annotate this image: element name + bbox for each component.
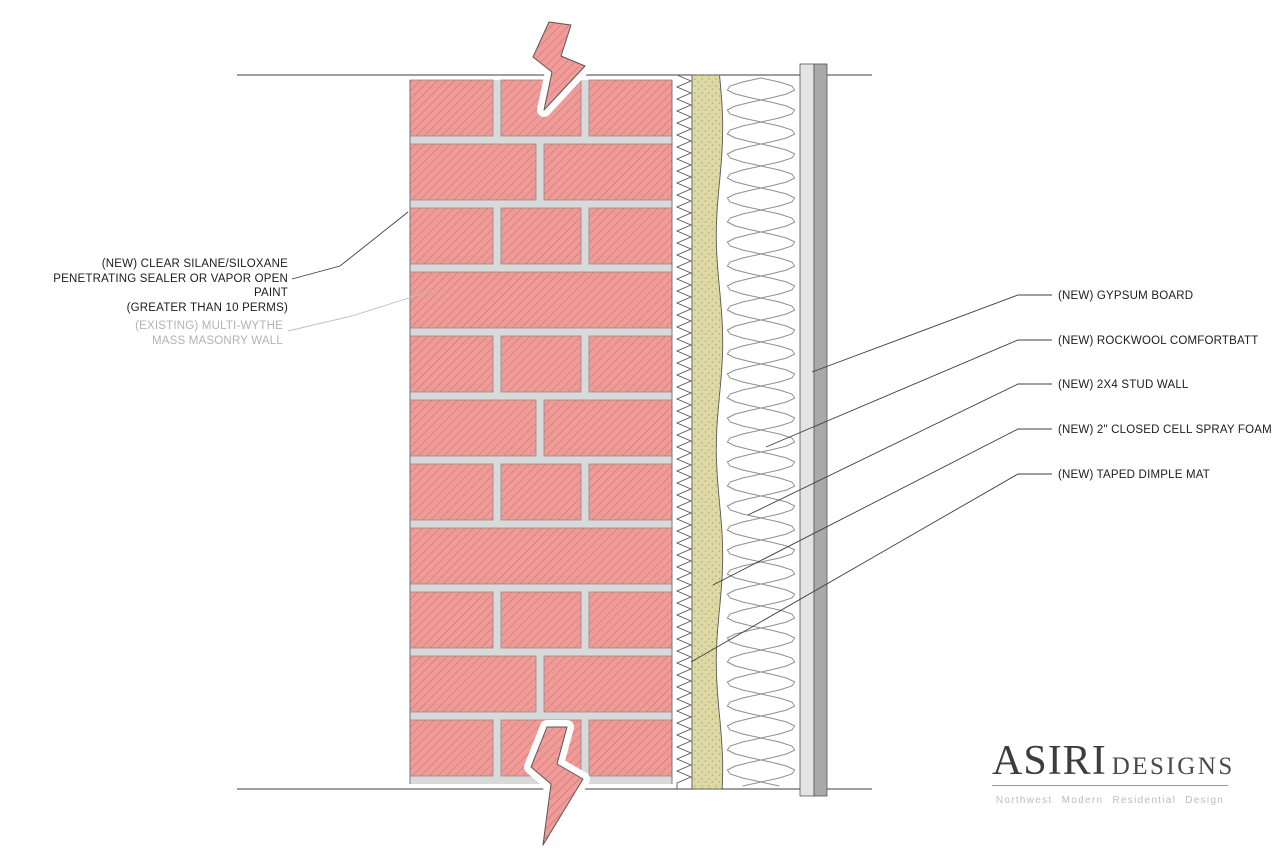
leader-rockwool (765, 339, 1052, 448)
bottom-break-symbol (524, 720, 590, 852)
callout-existing-masonry: (EXISTING) MULTI-WYTHE MASS MASONRY WALL (135, 320, 283, 347)
leader-dimple-mat (690, 473, 1052, 663)
callout-gypsum-board: (NEW) GYPSUM BOARD (1058, 290, 1194, 302)
callout-spray-foam: (NEW) 2" CLOSED CELL SPRAY FOAM (1058, 424, 1272, 436)
callout-sealer: (NEW) CLEAR SILANE/SILOXANE PENETRATING … (53, 258, 288, 315)
brick-wall (409, 79, 673, 777)
logo-word-asiri: ASIRI (992, 738, 1107, 784)
batt-insulation-layer (726, 77, 796, 787)
leader-sealer (291, 211, 409, 280)
leader-stud-wall (747, 383, 1052, 516)
logo-word-designs: DESIGNS (1111, 753, 1235, 780)
spray-foam-texture (692, 75, 723, 789)
logo-tagline: Northwest Modern Residential Design (995, 795, 1225, 806)
leader-gypsum-board (811, 294, 1052, 373)
logo-rule (992, 785, 1228, 786)
logo-wordmark: ASIRI DESIGNS (992, 738, 1232, 784)
leader-spray-foam (712, 428, 1052, 586)
leader-existing-masonry (287, 289, 435, 332)
interior-finish-layer (813, 63, 828, 797)
dimple-mat-layer (675, 74, 693, 789)
callout-stud-wall: (NEW) 2X4 STUD WALL (1058, 379, 1189, 391)
callout-rockwool: (NEW) ROCKWOOL COMFORTBATT (1058, 335, 1259, 347)
asiri-designs-logo: ASIRI DESIGNS Northwest Modern Residenti… (992, 738, 1232, 806)
batt-insulation-layer (726, 77, 796, 787)
top-break-symbol (526, 15, 592, 117)
callout-dimple-mat: (NEW) TAPED DIMPLE MAT (1058, 469, 1210, 481)
